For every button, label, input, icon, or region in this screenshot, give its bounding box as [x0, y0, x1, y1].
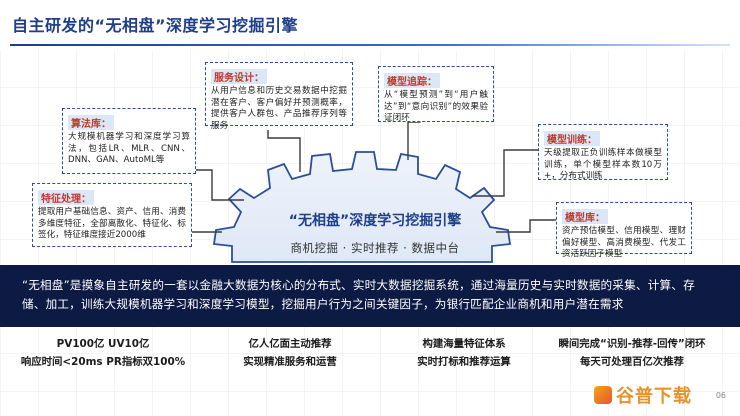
engine-title: “无相盘”深度学习挖掘引擎 [288, 213, 462, 229]
title-underline [10, 44, 730, 46]
watermark-logo-icon [594, 386, 612, 404]
card-title: 服务设计： [211, 69, 267, 84]
watermark: 谷普下载 [594, 382, 692, 408]
stat-line-2: 响应时间<20ms PR指标双100% [20, 356, 186, 368]
card-title: 特征处理： [38, 190, 94, 205]
page-number: 06 [715, 391, 726, 400]
engine-subtitle: 商机挖掘 · 实时推荐 · 数据中台 [290, 241, 460, 255]
card-service-design: 服务设计： 从用户信息和历史交易数据中挖掘潜在客户、客户偏好并预测概率，提供客户… [205, 62, 353, 131]
card-body: 从“模型预测”到“用户触达”到“意向识别”的效果验证闭环 [384, 90, 488, 124]
card-feature-processing: 特征处理： 提取用户基础信息、资产、信用、消费多维度特征，全部离散化、特征化、标… [32, 183, 192, 247]
stats-row: PV100亿 UV10亿 响应时间<20ms PR指标双100% 亿人亿面主动推… [0, 335, 740, 395]
stat-line-2: 实现精准服务和运营 [243, 356, 337, 368]
card-title: 模型训练： [544, 131, 600, 146]
stat-item: 亿人亿面主动推荐 实现精准服务和运营 [220, 335, 360, 371]
banner-text: “无相盘”是摸象自主研发的一套以金融大数据为核心的分布式、实时大数据挖掘系统，通… [22, 278, 695, 311]
card-body: 从用户信息和历史交易数据中挖掘潜在客户、客户偏好并预测概率，提供客户人群包、产品… [211, 86, 347, 131]
description-banner: “无相盘”是摸象自主研发的一套以金融大数据为核心的分布式、实时大数据挖掘系统，通… [0, 265, 740, 327]
card-body: 大规模机器学习和深度学习算法，包括LR、MLR、CNN、DNN、GAN、Auto… [68, 132, 190, 166]
stat-line-1: 构建海量特征体系 [422, 338, 506, 350]
stat-item: PV100亿 UV10亿 响应时间<20ms PR指标双100% [18, 335, 188, 371]
connector-lines [189, 120, 556, 233]
card-model-tracking: 模型追踪： 从“模型预测”到“用户触达”到“意向识别”的效果验证闭环 [378, 66, 494, 124]
card-model-training: 模型训练： 天级提取正负训练样本做模型训练，单个模型样本数10万+，分布式训练 [538, 124, 668, 182]
card-model-library: 模型库： 资产预估模型、信用模型、理财偏好模型、高消费模型、代发工资活跃因子模型 [556, 202, 692, 259]
gear-icon [212, 151, 512, 263]
stat-line-1: 瞬间完成“识别-推荐-回传”闭环 [558, 338, 706, 350]
stat-item: 瞬间完成“识别-推荐-回传”闭环 每天可处理百亿次推荐 [542, 335, 722, 371]
stat-line-1: PV100亿 UV10亿 [56, 338, 150, 350]
stat-line-2: 实时打标和推荐运算 [417, 356, 511, 368]
stat-line-2: 每天可处理百亿次推荐 [580, 356, 684, 368]
card-title: 模型追踪： [384, 73, 440, 88]
card-algorithm-library: 算法库： 大规模机器学习和深度学习算法，包括LR、MLR、CNN、DNN、GAN… [62, 108, 196, 174]
card-title: 模型库： [562, 209, 608, 224]
card-title: 算法库： [68, 115, 114, 130]
card-body: 资产预估模型、信用模型、理财偏好模型、高消费模型、代发工资活跃因子模型 [562, 226, 686, 260]
card-body: 天级提取正负训练样本做模型训练，单个模型样本数10万+，分布式训练 [544, 148, 662, 182]
page-title: 自主研发的“无相盘”深度学习挖掘引擎 [12, 16, 299, 35]
card-body: 提取用户基础信息、资产、信用、消费多维度特征，全部离散化、特征化、标签化，特征维… [38, 207, 186, 241]
stat-item: 构建海量特征体系 实时打标和推荐运算 [394, 335, 534, 371]
watermark-text: 谷普下载 [616, 386, 692, 407]
stat-line-1: 亿人亿面主动推荐 [248, 338, 332, 350]
